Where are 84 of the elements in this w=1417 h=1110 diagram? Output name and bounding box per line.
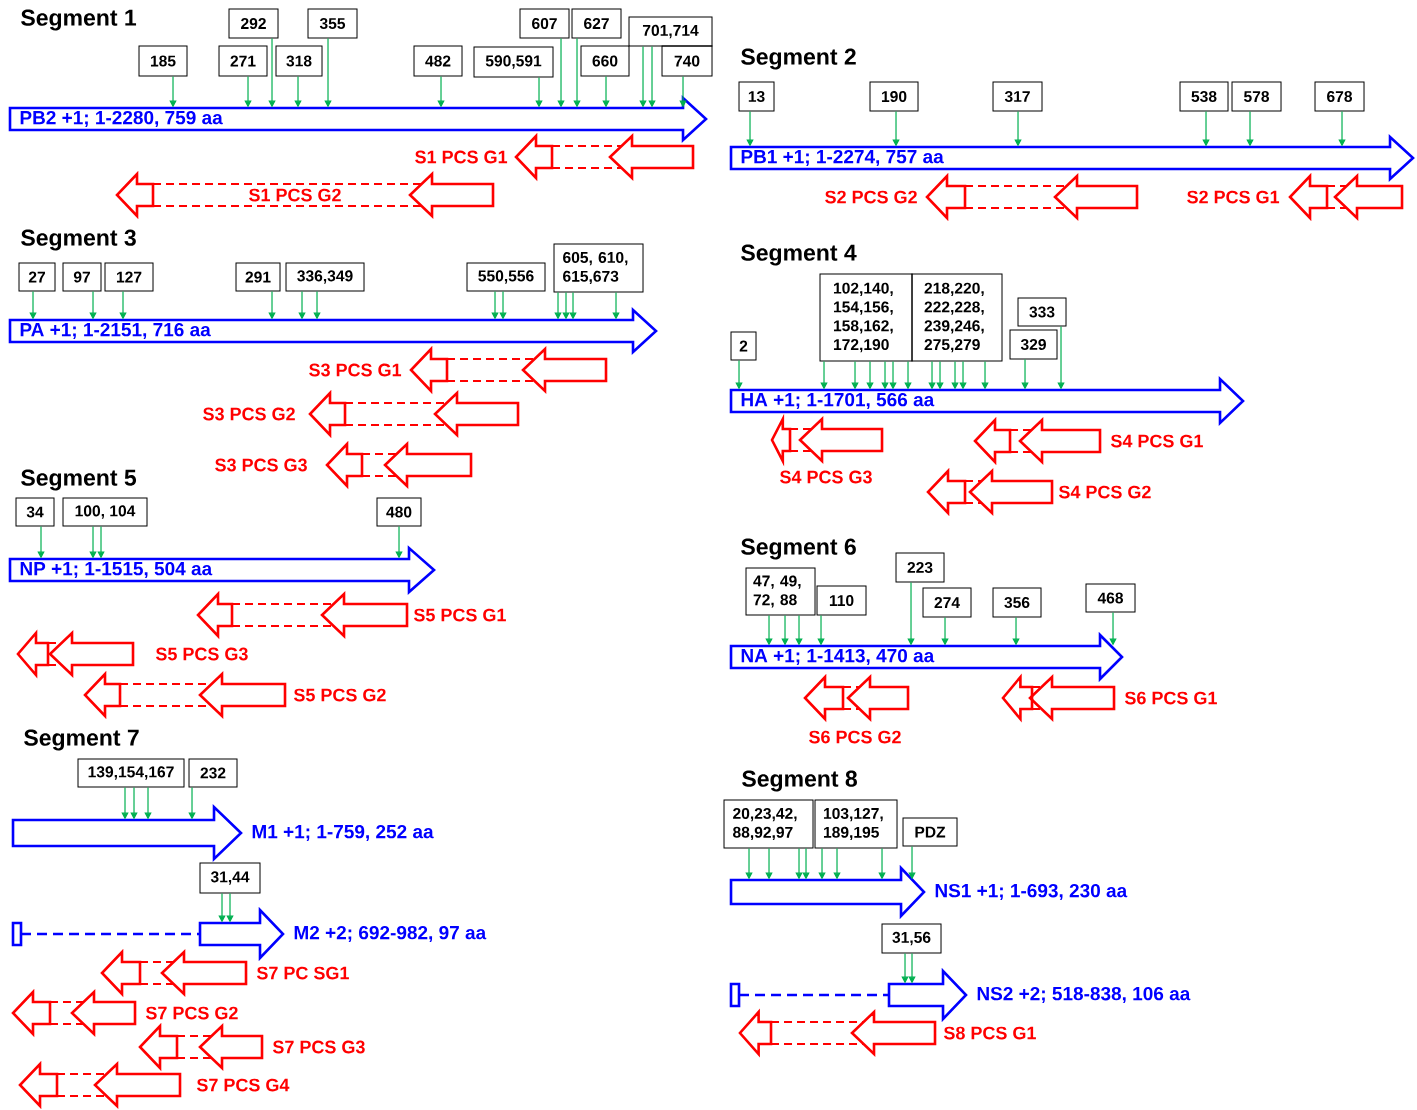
number-box: 538	[1179, 81, 1229, 112]
number-box: 2	[730, 331, 757, 361]
number-box: 550,556	[466, 262, 546, 292]
gene-label: PA +1; 1-2151, 716 aa	[20, 322, 211, 340]
segment-heading: Segment 2	[741, 48, 856, 70]
number-box: 329	[1009, 329, 1058, 360]
arrow-label: S5 PCS G3	[155, 647, 248, 661]
number-box: 185	[138, 45, 188, 77]
number-box: 336,349	[285, 262, 365, 292]
number-box: PDZ	[902, 817, 958, 847]
number-box: 291	[235, 262, 281, 292]
number-box: 110	[816, 585, 867, 616]
number-box: 47, 49, 72, 88	[745, 567, 816, 616]
number-box: 607	[519, 8, 570, 39]
number-box: 20,23,42, 88,92,97	[723, 799, 814, 849]
arrow-label: S4 PCS G1	[1110, 434, 1203, 448]
number-box: 223	[895, 552, 945, 583]
arrow-label: S3 PCS G3	[215, 458, 307, 472]
arrow-label: S7 PC SG1	[256, 966, 349, 980]
number-box: 627	[571, 8, 622, 39]
number-box: 318	[275, 45, 323, 77]
gene-label: PB2 +1; 1-2280, 759 aa	[20, 110, 223, 128]
segment-heading: Segment 8	[742, 770, 857, 792]
arrow-label: S1 PCS G1	[415, 150, 508, 164]
arrow-label: S2 PCS G2	[825, 190, 917, 204]
gene-label: NS2 +2; 518-838, 106 aa	[977, 986, 1191, 1004]
number-box: 482	[413, 45, 463, 77]
segment-heading: Segment 1	[21, 9, 137, 31]
number-box: 190	[869, 81, 919, 112]
gene-label: PB1 +1; 1-2274, 757 aa	[741, 149, 944, 167]
number-box: 127	[104, 262, 154, 292]
arrow-label: S5 PCS G1	[413, 608, 506, 622]
number-box: 271	[218, 45, 268, 77]
arrow-label: S7 PCS G3	[272, 1040, 365, 1054]
number-box: 139,154,167	[77, 758, 185, 788]
arrow-label: S3 PCS G2	[203, 407, 295, 421]
segment-heading: Segment 6	[741, 538, 856, 560]
number-box: 480	[376, 497, 422, 527]
number-box: 100, 104	[62, 497, 148, 527]
number-box: 232	[188, 758, 238, 788]
number-box: 660	[580, 45, 630, 77]
arrow-label: S4 PCS G3	[780, 470, 872, 484]
segment-heading: Segment 7	[24, 729, 139, 751]
arrow-label: S6 PCS G1	[1124, 691, 1217, 705]
number-box: 605, 610, 615,673	[553, 243, 644, 293]
arrow-label: S7 PCS G4	[196, 1078, 290, 1092]
arrow-label: S8 PCS G1	[943, 1026, 1036, 1040]
arrow-label: S4 PCS G2	[1058, 485, 1151, 499]
arrow-label: S5 PCS G2	[293, 688, 386, 702]
number-box: 317	[992, 81, 1043, 112]
number-box: 578	[1231, 81, 1282, 112]
number-box: 356	[992, 587, 1042, 618]
number-box: 678	[1314, 81, 1365, 112]
segment-heading: Segment 4	[741, 244, 857, 266]
number-box: 102,140, 154,156, 158,162, 172,190	[819, 273, 913, 362]
number-box: 97	[62, 262, 102, 292]
number-box: 740	[661, 45, 713, 77]
gene-label: HA +1; 1-1701, 566 aa	[741, 392, 935, 410]
number-box: 13	[738, 81, 775, 112]
number-box: 333	[1017, 297, 1067, 327]
arrow-label: S1 PCS G2	[245, 185, 345, 205]
number-box: 31,56	[881, 923, 942, 954]
number-box: 218,220, 222,228, 239,246, 275,279	[911, 273, 1003, 362]
number-box: 34	[15, 497, 55, 527]
number-box: 31,44	[199, 862, 261, 894]
number-box: 590,591	[473, 46, 554, 78]
segment-heading: Segment 5	[21, 469, 137, 491]
segment-heading: Segment 3	[21, 229, 136, 251]
number-box: 701,714	[628, 16, 713, 47]
number-box: 292	[228, 8, 279, 39]
gene-label: NA +1; 1-1413, 470 aa	[741, 648, 935, 666]
arrow-label: S7 PCS G2	[145, 1006, 238, 1020]
number-box: 103,127, 189,195	[814, 799, 898, 849]
arrow-label: S2 PCS G1	[1187, 190, 1280, 204]
gene-label: M2 +2; 692-982, 97 aa	[294, 925, 487, 943]
number-box: 27	[18, 262, 56, 292]
gene-label: M1 +1; 1-759, 252 aa	[252, 824, 434, 842]
gene-label: NS1 +1; 1-693, 230 aa	[935, 883, 1128, 901]
number-box: 274	[922, 587, 972, 618]
gene-label: NP +1; 1-1515, 504 aa	[20, 561, 213, 579]
arrow-label: S6 PCS G2	[809, 730, 901, 744]
arrow-label: S3 PCS G1	[309, 363, 402, 377]
number-box: 468	[1085, 583, 1136, 613]
number-box: 355	[307, 8, 358, 39]
